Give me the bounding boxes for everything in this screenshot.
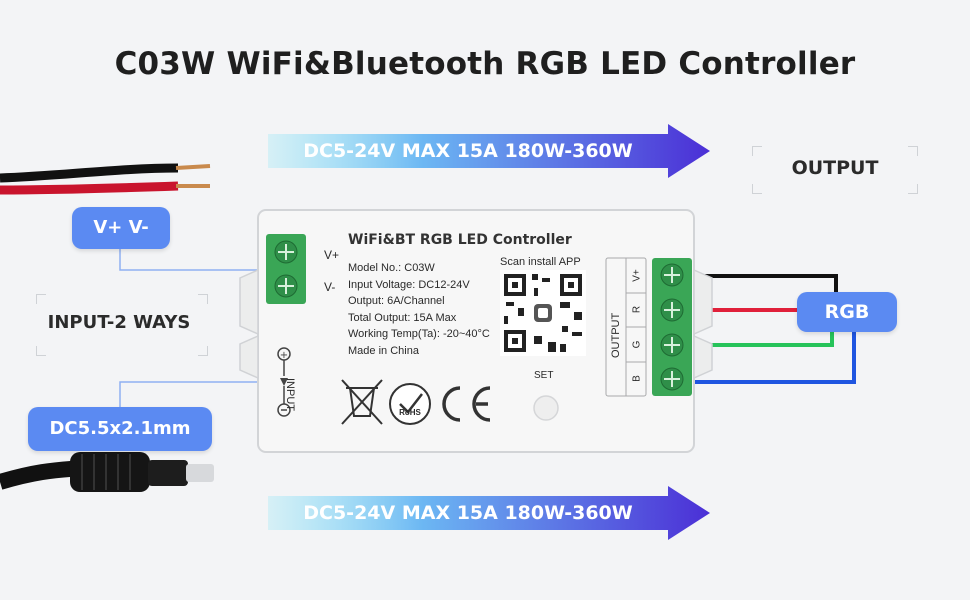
power-cable-icon (0, 163, 211, 195)
banner-bottom-text: DC5-24V MAX 15A 180W-360W (303, 502, 633, 524)
terminal-label-vplus: V+ (631, 269, 643, 282)
output-label-vertical: OUTPUT (610, 312, 622, 358)
v-plus-minus-label: V+ V- (72, 207, 170, 249)
spec-line: Output: 6A/Channel (348, 295, 445, 307)
spec-line: Model No.: C03W (348, 262, 435, 274)
page-title: C03W WiFi&Bluetooth RGB LED Controller (114, 46, 856, 82)
ce-text: CE (450, 430, 490, 431)
spec-line: Total Output: 15A Max (348, 311, 457, 324)
rohs-badge-icon (389, 383, 431, 425)
banner-top-text: DC5-24V MAX 15A 180W-360W (303, 140, 633, 162)
weee-bin-icon (341, 379, 383, 425)
device-body: + (239, 209, 713, 453)
device-name: WiFi&BT RGB LED Controller (348, 232, 572, 248)
input-label-vertical: INPUT (284, 378, 296, 411)
ce-mark-icon (442, 386, 491, 422)
output-label: OUTPUT (791, 157, 879, 179)
svg-text:+: + (280, 350, 288, 361)
terminal-label-r: R (631, 305, 643, 314)
spec-banner-bottom: DC5-24V MAX 15A 180W-360W (268, 484, 710, 542)
set-label: SET (534, 370, 554, 381)
qr-code-icon (500, 270, 586, 356)
rohs-text: RoHS (399, 408, 421, 417)
v-minus-terminal-label: V- (324, 280, 336, 294)
arrow-right-icon (268, 124, 710, 178)
spec-banner-top: DC5-24V MAX 15A 180W-360W (268, 122, 710, 180)
input-ways-label: INPUT-2 WAYS (47, 312, 191, 333)
arrow-right-icon (268, 486, 710, 540)
dc-jack-label: DC5.5x2.1mm (28, 407, 212, 451)
spec-line: Working Temp(Ta): -20~40°C (348, 328, 490, 340)
v-plus-terminal-label: V+ (324, 248, 340, 262)
dc-plug-icon (0, 452, 214, 492)
spec-line: Made in China (348, 344, 419, 357)
controller-device: + (238, 208, 714, 454)
spec-list: Model No.: C03W Input Voltage: DC12-24V … (348, 260, 490, 359)
spec-line: Input Voltage: DC12-24V (348, 278, 470, 291)
rgb-label: RGB (797, 292, 897, 332)
terminal-label-b: B (631, 375, 643, 382)
terminal-label-g: G (631, 340, 643, 349)
scan-app-text: Scan install APP (500, 256, 581, 268)
